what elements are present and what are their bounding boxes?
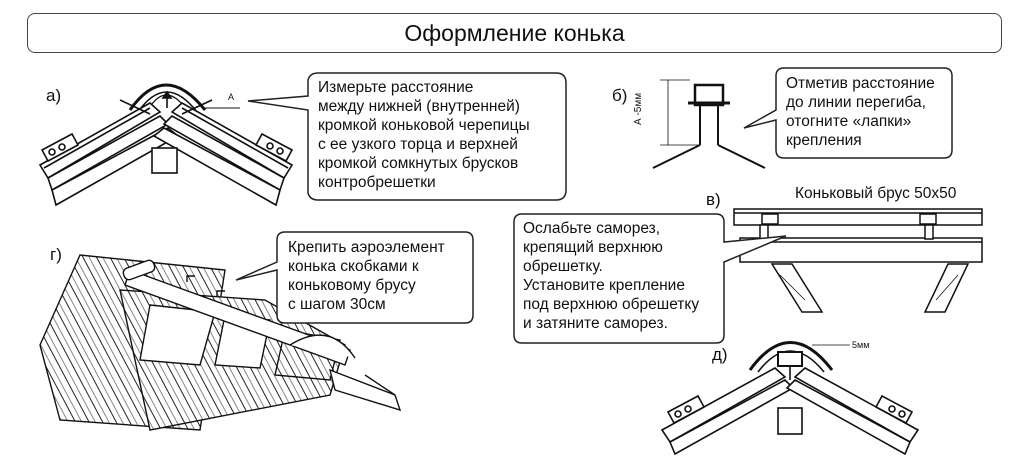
note-line: крепящий верхнюю — [523, 239, 663, 256]
note-line: кромкой сомкнутых брусков — [318, 155, 519, 172]
note-line: и затяните саморез. — [523, 315, 668, 332]
page-title: Оформление конька — [27, 13, 1002, 53]
note-line: контробрешетки — [318, 174, 436, 191]
panel-v-note: Ослабьте саморез, крепящий верхнюю обреш… — [523, 219, 723, 333]
panel-a-note: Измерьте расстояние между нижней (внутре… — [318, 78, 558, 192]
note-line: кромкой коньковой черепицы — [318, 117, 530, 134]
panel-a-label: а) — [46, 86, 62, 105]
note-line: под верхнюю обрешетку — [523, 296, 700, 313]
panel-b-label: б) — [612, 86, 628, 105]
note-line: конька скобками к — [288, 258, 419, 275]
note-line: Установите крепление — [523, 277, 685, 294]
note-line: Отметив расстояние — [786, 75, 935, 92]
panel-a-dim-label: А — [228, 92, 235, 102]
note-line: Крепить аэроэлемент — [288, 239, 445, 256]
note-line: коньковому брусу — [288, 277, 416, 294]
panel-d-label: д) — [712, 345, 728, 364]
note-line: с шагом 30см — [288, 296, 386, 313]
bracket-b — [652, 79, 766, 169]
ridge-beam-v — [733, 208, 983, 313]
note-line: обрешетку. — [523, 258, 603, 275]
callout-v — [513, 213, 787, 344]
ridge-section-a — [38, 83, 294, 207]
panel-g-label: г) — [50, 245, 62, 264]
callout-b — [743, 67, 953, 159]
panel-d-dim-label: 5мм — [852, 340, 870, 350]
note-line: с ее узкого торца и верхней — [318, 136, 518, 153]
note-line: отогните «лапки» — [786, 113, 912, 130]
note-line: до линии перегиба, — [786, 94, 926, 111]
panel-b-note: Отметив расстояние до линии перегиба, от… — [786, 74, 951, 150]
panel-g-note: Крепить аэроэлемент конька скобками к ко… — [288, 238, 473, 314]
callout-g — [235, 231, 474, 324]
callout-a — [247, 72, 567, 201]
panel-v-label: в) — [706, 190, 721, 209]
note-line: Измерьте расстояние — [318, 79, 474, 96]
roof-perspective-g — [39, 254, 402, 431]
ridge-section-d — [660, 341, 920, 456]
panel-b-dim-label: А -5мм — [633, 92, 644, 125]
panel-v-beam-label: Коньковый брус 50х50 — [795, 185, 957, 202]
note-line: крепления — [786, 132, 862, 149]
note-line: Ослабьте саморез, — [523, 220, 661, 237]
note-line: между нижней (внутренней) — [318, 98, 520, 115]
